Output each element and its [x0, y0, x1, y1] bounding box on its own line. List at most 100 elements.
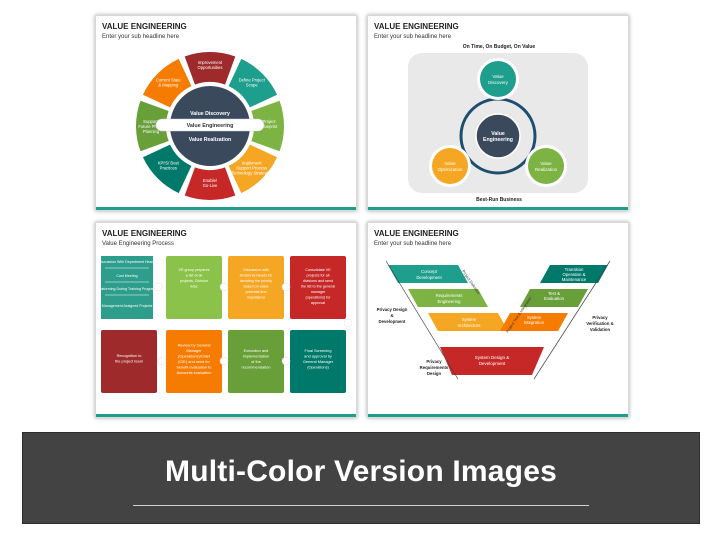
process-box-text: potential and [245, 290, 266, 294]
v-left-step [428, 313, 508, 331]
process-box-text: projects for all [307, 274, 330, 278]
step-label: System [527, 315, 542, 320]
process-box-text: Execution and [244, 348, 269, 353]
title-banner: Multi-Color Version Images [22, 432, 700, 524]
segment-label: Enable/ [203, 178, 218, 183]
process-box-text: importance [247, 296, 265, 300]
slide-title: VALUE ENGINEERING [102, 229, 187, 238]
slide-thumbnail-v-model[interactable]: VALUE ENGINEERING Enter your sub headlin… [367, 222, 629, 418]
process-box-text: Manager [186, 348, 202, 353]
center-label-bottom: Value Realization [189, 137, 231, 143]
process-box-text: (Operations)/Chief [178, 354, 211, 359]
banner-title: Multi-Color Version Images [165, 455, 557, 488]
cycle-node [480, 61, 516, 97]
v-right-step [540, 265, 608, 283]
process-box-text: (operations) for [305, 296, 331, 300]
segment-label: Go-Live [203, 183, 218, 188]
side-label: Privacy Design [377, 307, 408, 312]
process-box-text: manager [311, 290, 326, 294]
side-label: Privacy [592, 315, 608, 320]
step-label: Development [416, 275, 442, 280]
step-label: System Design & [475, 355, 510, 360]
node-label: Discovery [488, 80, 509, 85]
wheel-segment [184, 52, 236, 85]
list-item: Discussion With Department Heads [99, 260, 156, 264]
connector-dot [343, 318, 353, 328]
connector-dot [219, 356, 229, 366]
slide-accent-bar [368, 414, 628, 417]
segment-label: Support/ [143, 119, 160, 124]
slide-thumbnail-cycle[interactable]: VALUE ENGINEERING Enter your sub headlin… [367, 15, 629, 211]
segment-label: Define Project [239, 77, 266, 82]
process-box-text: divisions and send [303, 279, 333, 283]
slide-title: VALUE ENGINEERING [374, 22, 459, 31]
segment-label: Future Phase [138, 124, 164, 129]
connector-dot [153, 282, 163, 292]
side-label: Verification & [586, 321, 613, 326]
step-label: Test & [548, 291, 560, 296]
wheel-segment [228, 58, 278, 108]
segment-label: Implement [242, 161, 262, 166]
segment-label: Technology Strategies [231, 171, 272, 176]
process-box-top [290, 256, 346, 319]
connector-dot [219, 282, 229, 292]
wheel-segment [142, 144, 192, 194]
center-circle [475, 113, 521, 159]
node-label: Realization [535, 167, 558, 172]
bottom-caption: Best-Run Business [476, 197, 522, 203]
v-outline-right [533, 260, 611, 380]
step-label: System [462, 317, 477, 322]
step-label: Concept [421, 269, 438, 274]
slide-accent-bar [96, 207, 356, 210]
slide-subtitle: Value Engineering Process [102, 241, 174, 247]
process-box-text: wise [190, 285, 197, 289]
slide-thumbnail-wheel[interactable]: VALUE ENGINEERING Enter your sub headlin… [95, 15, 357, 211]
process-box-bottom [101, 330, 157, 393]
connector-dot [281, 356, 291, 366]
process-box-top [166, 256, 222, 319]
node-label: Optimization [437, 167, 463, 172]
connector-dot [157, 356, 167, 366]
process-box-text: benefit evaluation to [177, 365, 212, 370]
process-box-text: projects, Division [180, 279, 208, 283]
process-box-text: and approval by [304, 353, 332, 358]
segment-label: Current State [156, 77, 182, 82]
v-model-diagram: ConceptDevelopmentRequirementsEngineerin… [377, 260, 614, 380]
wheel-segment [251, 100, 284, 152]
step-label: Operation & [563, 272, 586, 277]
process-box-text: a list of all [186, 274, 203, 278]
process-box-bottom [228, 330, 284, 393]
process-box-text: the project team [115, 359, 143, 364]
center-label: Value [491, 131, 505, 137]
node-label: Value [444, 161, 456, 166]
side-label: & [390, 313, 393, 318]
process-box-text: VE group prepares [179, 268, 210, 272]
process-box-text: Discussion with [243, 268, 268, 272]
process-box-text: Recognition to [117, 353, 142, 358]
segment-label: & Mapping [158, 82, 179, 87]
slide-thumbnail-process[interactable]: VALUE ENGINEERING Value Engineering Proc… [95, 222, 357, 418]
list-item: Management Assigned Projects [102, 304, 153, 308]
step-label: Requirements [436, 293, 463, 298]
cycle-node [528, 148, 564, 184]
process-box-text: based on value [243, 285, 268, 289]
v-right-step [520, 289, 588, 307]
segment-label: Project [262, 119, 276, 124]
side-label: Requirements [420, 365, 449, 370]
step-label: Architecture [458, 323, 482, 328]
process-box-text: (CIE) and send for [178, 359, 210, 364]
step-label: Integration [524, 320, 545, 325]
process-box-top [228, 256, 284, 319]
v-left-step [408, 289, 488, 307]
process-box-bottom [290, 330, 346, 393]
wheel-segment [136, 100, 169, 152]
step-label: Engineering [438, 299, 462, 304]
value-cycle-diagram: On Time, On Budget, On ValueValueEnginee… [408, 44, 588, 203]
slide-subtitle: Enter your sub headline here [374, 241, 452, 247]
side-label: Development [379, 319, 407, 324]
segment-label: Opportunities [198, 65, 223, 70]
process-box-text: implementation [243, 353, 269, 358]
wheel-segment [142, 58, 192, 108]
segment-label: Planning [143, 129, 160, 134]
